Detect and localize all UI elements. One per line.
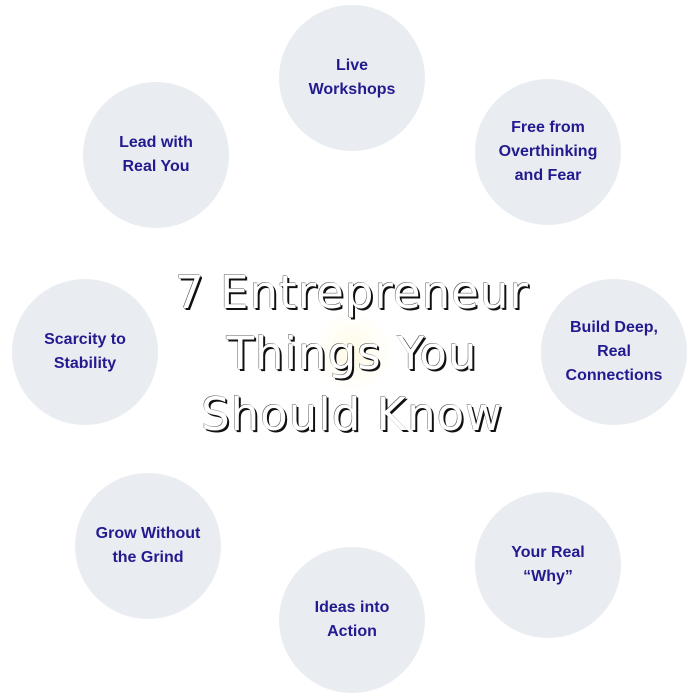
node-lead-with-real-you: Lead with Real You: [83, 82, 229, 228]
node-ideas-into-action: Ideas into Action: [279, 547, 425, 693]
center-title: 7 Entrepreneur Things You Should Know: [150, 262, 554, 445]
title-line: Things You: [226, 327, 478, 380]
node-label: Free from Overthinking and Fear: [498, 119, 598, 184]
node-build-connections: Build Deep, Real Connections: [541, 279, 687, 425]
node-grow-without-grind: Grow Without the Grind: [75, 473, 221, 619]
center-glow: [310, 310, 394, 394]
title-line: 7 Entrepreneur: [175, 266, 529, 319]
node-label: Grow Without the Grind: [95, 525, 201, 566]
node-live-workshops: Live Workshops: [279, 5, 425, 151]
node-free-from-overthinking: Free from Overthinking and Fear: [475, 79, 621, 225]
node-scarcity-to-stability: Scarcity to Stability: [12, 279, 158, 425]
node-label: Build Deep, Real Connections: [565, 319, 663, 384]
node-label: Lead with Real You: [119, 134, 193, 175]
node-label: Live Workshops: [308, 57, 396, 98]
node-your-real-why: Your Real “Why”: [475, 492, 621, 638]
node-label: Scarcity to Stability: [44, 331, 126, 372]
title-line: Should Know: [201, 388, 503, 441]
node-label: Your Real “Why”: [511, 544, 585, 585]
node-label: Ideas into Action: [314, 599, 390, 640]
